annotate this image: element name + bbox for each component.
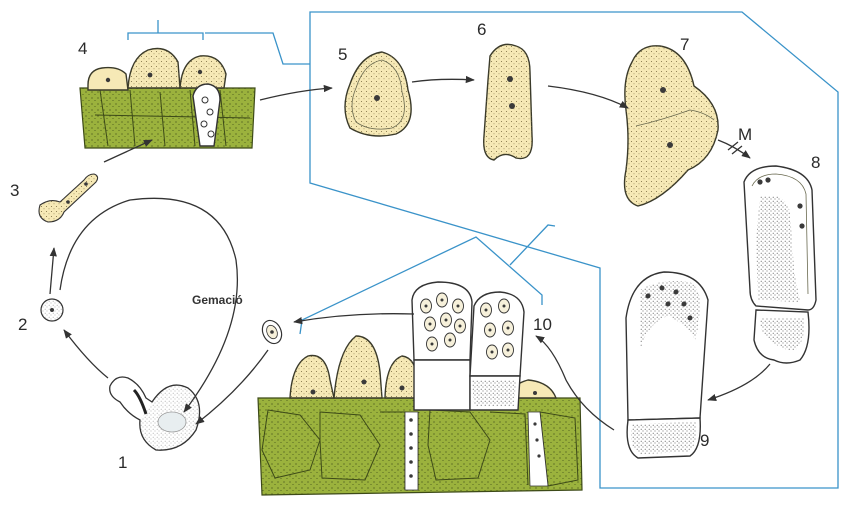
stage-5-single-cell xyxy=(344,51,412,137)
label-1: 1 xyxy=(118,453,127,472)
label-9: 9 xyxy=(700,431,709,450)
label-5: 5 xyxy=(338,45,347,64)
stage-7-dividing-cell xyxy=(623,45,719,207)
label-7: 7 xyxy=(680,35,689,54)
label-2: 2 xyxy=(18,315,27,334)
stage-8-ascus-with-nuclei xyxy=(743,165,817,364)
label-3: 3 xyxy=(10,181,19,200)
budding-label: Gemació xyxy=(192,293,243,307)
released-spore xyxy=(261,319,283,345)
label-8: 8 xyxy=(811,153,820,172)
label-m: M xyxy=(738,125,752,144)
label-10: 10 xyxy=(533,315,552,334)
cycle-arrows xyxy=(49,75,771,431)
stage-9-young-ascus xyxy=(625,271,709,459)
stage-10-tissue-with-asci xyxy=(257,281,583,496)
label-6: 6 xyxy=(477,20,486,39)
stage-1-budding-yeast xyxy=(109,376,201,451)
label-4: 4 xyxy=(78,39,87,58)
stage-3-germinating-cell xyxy=(38,173,99,223)
stage-6-binucleate-cell xyxy=(483,43,533,161)
stage-4-infected-tissue xyxy=(79,47,256,149)
stage-2-single-cell xyxy=(40,298,64,322)
blue-bracket-frame xyxy=(127,11,839,489)
